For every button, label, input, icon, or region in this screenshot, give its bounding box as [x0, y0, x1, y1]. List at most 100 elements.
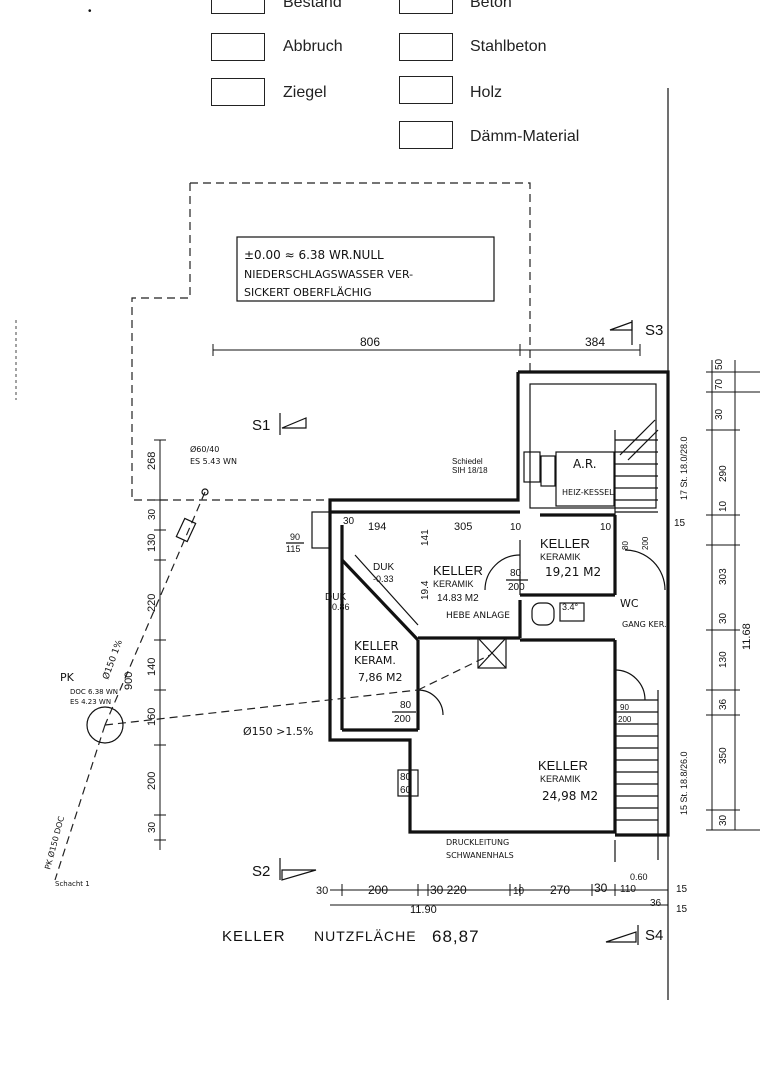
dim-0-60: 0.60	[630, 872, 648, 882]
label-heizkessel: HEIZ-KESSEL	[562, 488, 614, 497]
note-line2: NIEDERSCHLAGSWASSER VER-	[244, 268, 413, 281]
duk-1-val: -0.33	[373, 574, 394, 584]
label-slope: Ø150 >1.5%	[243, 725, 313, 738]
room-keller-2-area: 14.83 M2	[437, 593, 479, 604]
section-marker-s1	[281, 417, 307, 429]
inspection-pit-pk	[86, 706, 124, 744]
shaft-60: 60	[400, 785, 412, 796]
legend-swatch-ziegel	[211, 78, 265, 106]
sewer-line-1	[104, 491, 206, 726]
legend-swatch-stahlbeton	[399, 33, 453, 61]
label-hebeanlage: HEBE ANLAGE	[446, 611, 510, 621]
dim-bottom-200: 200	[368, 883, 388, 897]
note-line1: ±0.00 ≈ 6.38 WR.NULL	[244, 248, 384, 262]
note-box	[236, 236, 495, 302]
room-keller-3-area: 7,86 M2	[358, 671, 402, 684]
door-90-d: 90	[620, 703, 629, 712]
stairs-upper	[614, 419, 659, 520]
section-s4: S4	[645, 927, 663, 944]
dim-194-inner: 194	[368, 521, 386, 533]
stair-shaft	[529, 383, 657, 509]
section-marker-s2	[281, 869, 317, 881]
door-80-c: 80	[621, 541, 630, 550]
dim-160-left: 160	[146, 708, 158, 726]
legend-label-ziegel: Ziegel	[283, 84, 327, 101]
legend-swatch-beton	[399, 0, 453, 14]
footer-value: 68,87	[432, 927, 480, 946]
dim-10-right: 10	[718, 500, 729, 512]
legend-swatch-daemm	[399, 121, 453, 149]
manhole-small	[201, 488, 209, 496]
dim-350-right: 350	[718, 747, 729, 764]
dim-10-inner-b: 10	[600, 522, 612, 533]
room-keller-4-finish: KERAMIK	[540, 774, 581, 784]
dim-bottom-10: 10	[513, 886, 525, 897]
dim-bottom-15b: 15	[676, 904, 688, 915]
section-s1: S1	[252, 417, 270, 434]
label-pk-note1: DOC 6.38 WN	[70, 688, 118, 696]
dim-220-left: 220	[146, 594, 158, 612]
ar-box	[555, 451, 615, 507]
room-keller-4-name: KELLER	[538, 758, 588, 773]
chimney	[523, 451, 541, 483]
dim-36-right: 36	[718, 698, 729, 710]
sewer-line-3	[54, 724, 106, 881]
duk-2: DUK	[325, 592, 346, 603]
door-200-c: 200	[641, 536, 650, 550]
dim-bottom-30-220: 30 220	[430, 883, 467, 897]
label-schwanenhals: SCHWANENHALS	[446, 851, 514, 860]
hebeanlage-pit	[477, 637, 507, 669]
door-115: 115	[286, 544, 300, 554]
gully	[175, 517, 197, 543]
room-keller-2-finish: KERAMIK	[433, 579, 474, 589]
legend-label-bestand: Bestand	[283, 0, 342, 11]
label-pk: PK	[60, 671, 75, 684]
dim-30-right-c: 30	[718, 814, 729, 826]
section-marker-s3	[609, 321, 633, 331]
legend-label-stahlbeton: Stahlbeton	[470, 38, 547, 55]
dim-bottom-270: 270	[550, 883, 570, 897]
dim-140-left: 140	[146, 658, 158, 676]
label-es: ES 5.43 WN	[190, 457, 237, 466]
dim-bottom-36: 36	[650, 898, 662, 909]
stairs-upper-note: 17 St. 18.0/28.0	[679, 436, 689, 500]
shaft-80: 80	[400, 772, 412, 783]
dim-268: 268	[146, 452, 158, 470]
dim-11-68: 11.68	[741, 623, 753, 650]
room-keller-2-name: KELLER	[433, 563, 483, 578]
dim-303-right: 303	[718, 568, 729, 585]
room-wc: WC	[620, 597, 639, 610]
footer-label: NUTZFLÄCHE	[314, 928, 417, 944]
label-schacht: Ø60/40	[190, 444, 219, 454]
room-gang: GANG KER.	[622, 620, 667, 629]
label-3-4: 3.4°	[562, 602, 579, 612]
dim-384: 384	[585, 335, 605, 349]
dim-200-left: 200	[146, 772, 158, 790]
footer-title: KELLER	[222, 928, 286, 945]
dim-11-90: 11.90	[410, 904, 437, 916]
legend-swatch-abbruch	[211, 33, 265, 61]
note-line3: SICKERT OBERFLÄCHIG	[244, 286, 372, 299]
scan-dot: •	[88, 6, 92, 17]
label-pk-note2: ES 4.23 WN	[70, 698, 111, 706]
door-arc-3	[417, 689, 444, 716]
dim-30-right-b: 30	[718, 612, 729, 624]
dim-290-right: 290	[718, 465, 729, 482]
door-arc-4	[614, 669, 646, 701]
door-200-a: 200	[508, 582, 525, 593]
label-schiedel: Schiedel	[452, 457, 483, 466]
sewer-line-2	[104, 689, 419, 726]
dim-bottom-30a: 30	[316, 885, 328, 897]
room-keller-1-finish: KERAMIK	[540, 552, 581, 562]
dim-806: 806	[360, 335, 380, 349]
room-keller-4-area: 24,98 M2	[542, 789, 598, 803]
room-keller-1-name: KELLER	[540, 536, 590, 551]
legend-label-beton: Beton	[470, 0, 512, 11]
dim-130-left: 130	[146, 534, 158, 552]
label-schacht2: Schacht 1	[55, 880, 90, 888]
dim-bottom-110: 110	[620, 884, 636, 895]
duk-2-val: -0.86	[329, 602, 350, 612]
door-80-b: 80	[400, 700, 412, 711]
door-200-b: 200	[394, 714, 411, 725]
